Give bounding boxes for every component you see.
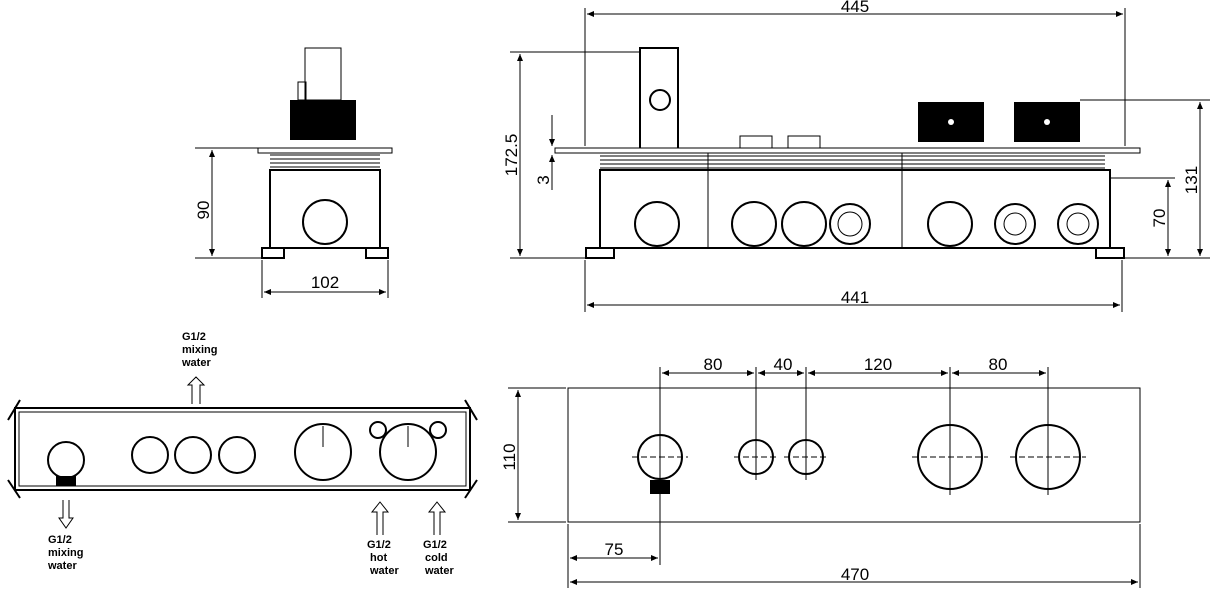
outlet-top-type: mixing xyxy=(182,344,217,356)
inlet-hot-size: G1/2 xyxy=(367,539,391,551)
offset-label: 75 xyxy=(605,540,624,559)
knob-height-label: 131 xyxy=(1182,166,1201,194)
spacing-label-1: 80 xyxy=(704,355,723,374)
inlet-hot-medium: water xyxy=(369,565,399,577)
plate-height-label: 110 xyxy=(500,443,519,470)
inlet-hot-type: hot xyxy=(370,552,387,564)
plate-view: 80 40 120 80 110 75 470 xyxy=(500,355,1141,588)
outlet-bottom-medium: water xyxy=(47,560,77,572)
side-width-label: 102 xyxy=(311,273,339,292)
side-height-label: 90 xyxy=(194,201,213,220)
spacing-label-4: 80 xyxy=(989,355,1008,374)
outlet-top-medium: water xyxy=(181,357,211,369)
front-total-width-label: 445 xyxy=(841,0,869,16)
inlet-cold-size: G1/2 xyxy=(423,539,447,551)
front-view: 445 172.5 3 131 70 441 xyxy=(502,0,1210,312)
spacing-label-2: 40 xyxy=(774,355,793,374)
inlet-cold-type: cold xyxy=(425,552,448,564)
plate-thickness-label: 3 xyxy=(534,175,553,184)
plate-width-label: 470 xyxy=(841,565,869,584)
outlet-bottom-size: G1/2 xyxy=(48,534,72,546)
side-view: 90 102 xyxy=(194,47,393,298)
outlet-bottom-type: mixing xyxy=(48,547,83,559)
spacing-label-3: 120 xyxy=(864,355,892,374)
outlet-top-size: G1/2 xyxy=(182,331,206,343)
inlet-cold-medium: water xyxy=(424,565,454,577)
front-height-label: 172.5 xyxy=(502,134,521,177)
body-height-label: 70 xyxy=(1150,209,1169,228)
body-width-label: 441 xyxy=(841,288,869,307)
